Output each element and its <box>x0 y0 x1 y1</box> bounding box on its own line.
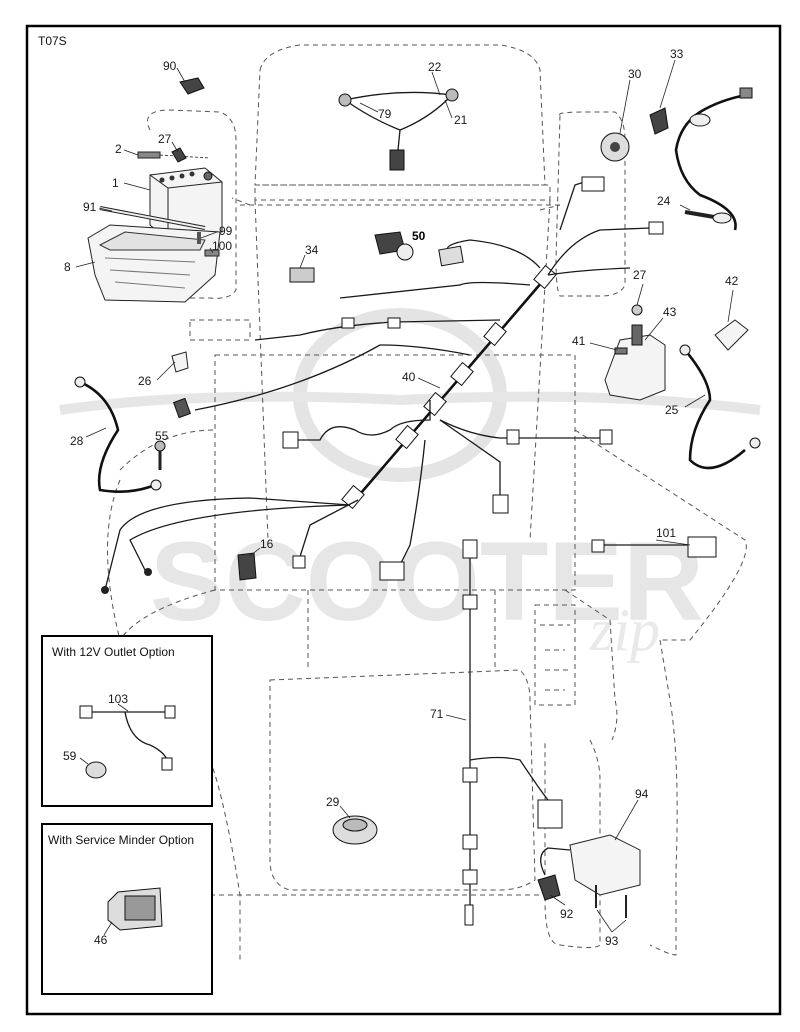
terminal-cap-90 <box>179 77 205 95</box>
ignition-area <box>600 87 753 231</box>
main-harness-40 <box>104 176 717 910</box>
cable-24 <box>674 93 747 231</box>
screw-100 <box>204 249 220 257</box>
service-minder-option-box: With Service Minder Option 46 <box>41 823 213 995</box>
battery-assembly <box>87 77 223 303</box>
svg-text:21: 21 <box>454 113 468 127</box>
harness-clip <box>533 264 557 290</box>
switch-34 <box>289 267 315 283</box>
key-33 <box>649 107 669 135</box>
outlet-option-title: With 12V Outlet Option <box>52 645 175 659</box>
boot-42 <box>714 319 749 351</box>
svg-text:100: 100 <box>212 239 232 253</box>
svg-text:24: 24 <box>657 194 671 208</box>
outlet-59 <box>85 761 107 779</box>
svg-text:101: 101 <box>656 526 676 540</box>
svg-text:1: 1 <box>112 176 119 190</box>
svg-text:92: 92 <box>560 907 574 921</box>
bolt-99 <box>197 232 201 244</box>
svg-text:16: 16 <box>260 537 274 551</box>
svg-text:8: 8 <box>64 260 71 274</box>
svg-text:29: 29 <box>326 795 340 809</box>
svg-text:59: 59 <box>63 749 77 763</box>
connector-92 <box>537 874 561 901</box>
service-minder-title: With Service Minder Option <box>48 833 194 847</box>
headlight-harness <box>338 88 459 171</box>
svg-text:43: 43 <box>663 305 677 319</box>
svg-text:40: 40 <box>402 370 416 384</box>
svg-text:33: 33 <box>670 47 684 61</box>
outlet-option-box: With 12V Outlet Option 103 59 <box>41 635 213 807</box>
misc-parts <box>74 231 464 594</box>
nut-27 <box>171 147 187 163</box>
svg-text:99: 99 <box>219 224 233 238</box>
svg-text:41: 41 <box>572 334 586 348</box>
svg-text:34: 34 <box>305 243 319 257</box>
tractor-outline <box>107 44 747 960</box>
svg-text:26: 26 <box>138 374 152 388</box>
svg-text:71: 71 <box>430 707 444 721</box>
connector-16 <box>237 552 257 581</box>
bolt-2 <box>137 151 161 159</box>
svg-text:22: 22 <box>428 60 442 74</box>
diagram-frame <box>25 24 782 1016</box>
fuse-26 <box>171 351 189 373</box>
watermark: SCOOTER zip <box>59 308 761 663</box>
diagram-code: T07S <box>38 34 67 48</box>
svg-text:2: 2 <box>115 142 122 156</box>
svg-text:27: 27 <box>633 268 647 282</box>
svg-text:46: 46 <box>94 933 108 947</box>
svg-text:94: 94 <box>635 787 649 801</box>
svg-text:103: 103 <box>108 692 128 706</box>
svg-text:93: 93 <box>605 934 619 948</box>
svg-text:30: 30 <box>628 67 642 81</box>
cable-25 <box>684 349 746 470</box>
svg-text:55: 55 <box>155 429 169 443</box>
cable-28 <box>79 380 156 493</box>
rear-parts <box>332 799 641 926</box>
svg-text:42: 42 <box>725 274 739 288</box>
svg-text:25: 25 <box>665 403 679 417</box>
svg-text:91: 91 <box>83 200 97 214</box>
relay-101 <box>687 536 717 558</box>
svg-text:79: 79 <box>378 107 392 121</box>
svg-text:90: 90 <box>163 59 177 73</box>
svg-text:28: 28 <box>70 434 84 448</box>
watermark-brand: SCOOTER <box>150 519 704 644</box>
module-94 <box>569 834 641 896</box>
solenoid-area <box>604 304 761 470</box>
callouts: 90 2 27 1 91 99 100 8 22 79 21 30 33 24 … <box>64 47 739 948</box>
svg-text:50: 50 <box>412 229 426 243</box>
svg-text:27: 27 <box>158 132 172 146</box>
watermark-suffix: zip <box>589 597 660 663</box>
bolt-41 <box>614 347 628 355</box>
